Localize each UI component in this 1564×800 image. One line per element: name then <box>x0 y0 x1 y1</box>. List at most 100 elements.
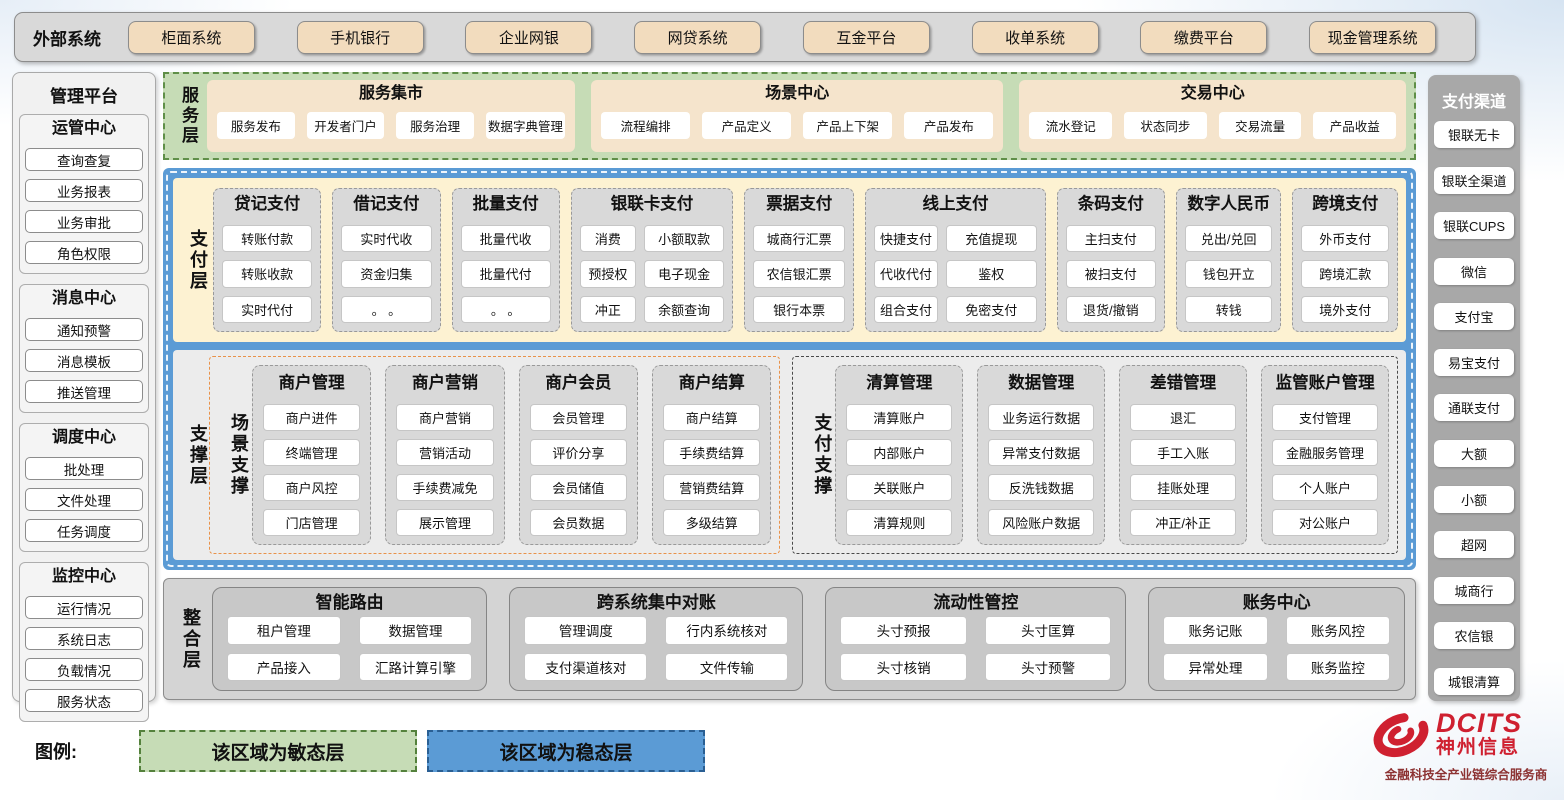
management-item: 通知预警 <box>25 318 143 341</box>
payment-row: 外币支付 <box>1301 225 1390 253</box>
payment-row: 实时代付 <box>222 295 313 323</box>
support-group-label: 支付支撑 <box>812 413 833 497</box>
external-system-item: 现金管理系统 <box>1309 20 1437 54</box>
payment-column-title: 批量支付 <box>472 195 539 213</box>
management-group-title: 调度中心 <box>51 429 116 446</box>
payment-row: 实时代收 <box>341 225 432 253</box>
payment-row: 境外支付 <box>1301 295 1390 323</box>
legend-agile-box: 该区域为敏态层 <box>139 730 417 772</box>
legend-items: 该区域为敏态层该区域为稳态层 <box>139 730 705 772</box>
payment-item: 余额查询 <box>644 295 725 323</box>
external-system-item: 互金平台 <box>802 20 930 54</box>
support-item: 手工入账 <box>1130 439 1237 466</box>
support-group-columns: 清算管理清算账户内部账户关联账户清算规则数据管理业务运行数据异常支付数据反洗钱数… <box>835 365 1390 545</box>
support-layer: 支撑层 场景支撑商户管理商户进件终端管理商户风控门店管理商户营销商户营销营销活动… <box>173 350 1406 560</box>
support-item: 清算账户 <box>846 404 953 431</box>
management-item: 推送管理 <box>25 380 143 403</box>
support-column-title: 差错管理 <box>1150 374 1217 392</box>
legend-label: 图例: <box>35 742 77 762</box>
support-group: 支付支撑清算管理清算账户内部账户关联账户清算规则数据管理业务运行数据异常支付数据… <box>792 356 1398 554</box>
payment-row: 批量代付 <box>460 260 551 288</box>
service-item: 产品上下架 <box>803 112 893 139</box>
support-column: 商户管理商户进件终端管理商户风控门店管理 <box>252 365 372 545</box>
service-group: 场景中心流程编排产品定义产品上下架产品发布 <box>591 80 1004 152</box>
service-item: 产品发布 <box>904 112 994 139</box>
integration-item: 数据管理 <box>358 616 473 645</box>
payment-item: 代收代付 <box>874 260 938 288</box>
payment-item: 组合支付 <box>874 295 938 323</box>
channel-item: 大额 <box>1434 440 1514 468</box>
integration-group-items: 租户管理数据管理产品接入汇路计算引擎 <box>227 616 473 681</box>
management-platform-title: 管理平台 <box>50 87 118 106</box>
service-item: 产品定义 <box>702 112 792 139</box>
channel-item: 银联CUPS <box>1434 212 1514 240</box>
integration-group-title: 智能路由 <box>315 593 384 612</box>
payment-row: 退货/撤销 <box>1065 295 1156 323</box>
service-item: 服务治理 <box>396 112 475 139</box>
support-item: 支付管理 <box>1272 404 1379 431</box>
support-item: 商户风控 <box>263 474 361 501</box>
payment-item: 电子现金 <box>644 260 725 288</box>
service-item: 流程编排 <box>601 112 691 139</box>
support-item: 评价分享 <box>529 439 628 466</box>
support-column: 商户营销商户营销营销活动手续费减免展示管理 <box>385 365 505 545</box>
integration-item: 头寸核销 <box>840 652 967 681</box>
payment-item: 鉴权 <box>945 260 1037 288</box>
support-item: 个人账户 <box>1272 474 1379 501</box>
dcits-swirl-icon <box>1373 712 1429 758</box>
channel-item: 通联支付 <box>1434 394 1514 422</box>
support-column-title: 清算管理 <box>866 374 933 392</box>
service-layer-label: 服务层 <box>179 86 198 146</box>
payment-item: 兑出/兑回 <box>1184 225 1273 253</box>
integration-group: 跨系统集中对账管理调度行内系统核对支付渠道核对文件传输 <box>509 587 804 691</box>
payment-item: 城商行汇票 <box>753 225 846 253</box>
support-group-columns: 商户管理商户进件终端管理商户风控门店管理商户营销商户营销营销活动手续费减免展示管… <box>252 365 772 545</box>
support-layer-label: 支撑层 <box>188 423 208 487</box>
payment-layer-label: 支付层 <box>188 228 208 292</box>
support-item: 挂账处理 <box>1130 474 1237 501</box>
management-group-title: 消息中心 <box>51 290 116 307</box>
support-item: 异常支付数据 <box>988 439 1095 466</box>
service-item: 产品收益 <box>1313 112 1397 139</box>
support-item: 商户进件 <box>263 404 361 431</box>
channel-item: 银联全渠道 <box>1434 166 1514 194</box>
payment-row: 批量代收 <box>460 225 551 253</box>
integration-layer: 整合层 智能路由租户管理数据管理产品接入汇路计算引擎跨系统集中对账管理调度行内系… <box>163 578 1416 700</box>
payment-column-title: 线上支付 <box>922 195 989 213</box>
payment-row: 快捷支付充值提现 <box>874 225 1037 253</box>
channel-item: 支付宝 <box>1434 303 1514 331</box>
payment-item: 退货/撤销 <box>1065 295 1156 323</box>
support-column-title: 商户营销 <box>412 374 479 392</box>
payment-column: 线上支付快捷支付充值提现代收代付鉴权组合支付免密支付 <box>865 188 1046 332</box>
payment-row: 代收代付鉴权 <box>874 260 1037 288</box>
management-item: 负载情况 <box>25 658 143 681</box>
support-item: 关联账户 <box>846 474 953 501</box>
management-item: 运行情况 <box>25 596 143 619</box>
support-item: 业务运行数据 <box>988 404 1095 431</box>
payment-layer-columns: 贷记支付转账付款转账收款实时代付借记支付实时代收资金归集。 。批量支付批量代收批… <box>213 182 1399 338</box>
payment-item: 境外支付 <box>1301 295 1390 323</box>
payment-column: 贷记支付转账付款转账收款实时代付 <box>213 188 322 332</box>
logo-top: DCITS 神州信息 <box>1372 706 1560 762</box>
integration-group-items: 头寸预报头寸匡算头寸核销头寸预警 <box>840 616 1112 681</box>
stable-layer-container: 支付层 贷记支付转账付款转账收款实时代付借记支付实时代收资金归集。 。批量支付批… <box>163 168 1416 570</box>
support-column: 清算管理清算账户内部账户关联账户清算规则 <box>835 365 964 545</box>
payment-row: 组合支付免密支付 <box>874 295 1037 323</box>
service-group-items: 流程编排产品定义产品上下架产品发布 <box>601 107 994 144</box>
support-item: 退汇 <box>1130 404 1237 431</box>
logo-company: 神州信息 <box>1436 736 1521 758</box>
service-group-title: 交易中心 <box>1180 85 1245 102</box>
support-column: 商户结算商户结算手续费结算营销费结算多级结算 <box>652 365 772 545</box>
integration-item: 头寸匡算 <box>984 616 1112 645</box>
architecture-main: 服务层 服务集市服务发布开发者门户服务治理数据字典管理场景中心流程编排产品定义产… <box>163 72 1416 700</box>
payment-column-title: 跨境支付 <box>1312 195 1379 213</box>
payment-item: 钱包开立 <box>1184 260 1273 288</box>
payment-row: 资金归集 <box>341 260 432 288</box>
payment-row: 城商行汇票 <box>753 225 846 253</box>
support-item: 对公账户 <box>1272 509 1379 536</box>
payment-column-title: 借记支付 <box>353 195 420 213</box>
payment-column-title: 条码支付 <box>1077 195 1144 213</box>
payment-channels-title: 支付渠道 <box>1441 94 1506 111</box>
